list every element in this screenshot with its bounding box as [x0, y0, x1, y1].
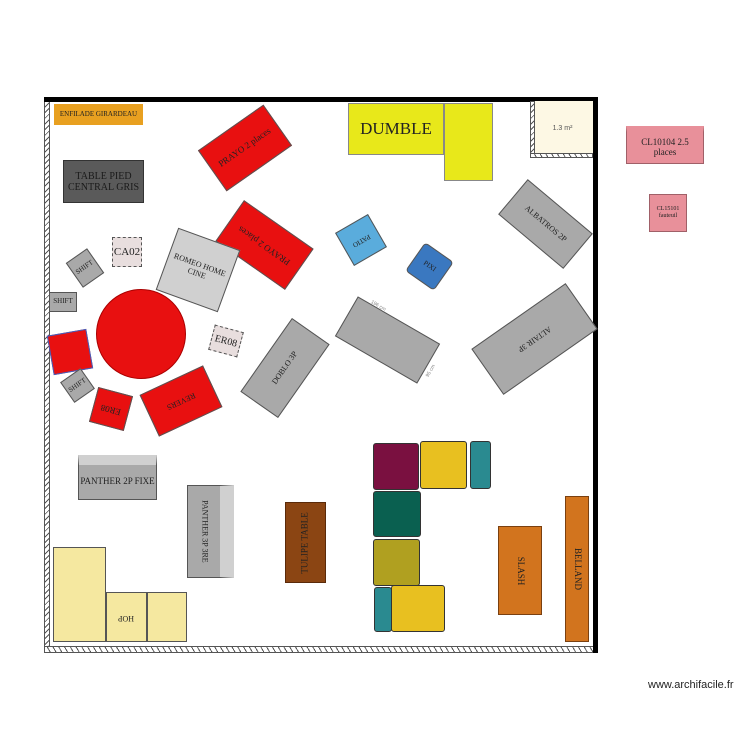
modular-arm-teal-2[interactable]: [374, 587, 392, 632]
left-wall: [44, 101, 50, 651]
label: SHIFT: [74, 258, 95, 277]
panther-2p-sofa[interactable]: PANTHER 2P FIXE: [78, 455, 157, 500]
label: PRAYO 2 places: [236, 224, 292, 268]
dumble-sofa[interactable]: DUMBLE: [348, 103, 444, 155]
closet-area[interactable]: 1.3 m²: [532, 101, 593, 157]
label: PANTHER 3P 3RE: [200, 500, 210, 563]
panther-3p-sofa[interactable]: PANTHER 3P 3RE: [187, 485, 234, 578]
ca02-chair[interactable]: CA02: [112, 237, 142, 267]
label: HOP: [118, 613, 135, 623]
area-label: 1.3 m²: [552, 125, 573, 133]
enfilade-girardeau[interactable]: ENFILADE GIRARDEAU: [54, 104, 143, 125]
label: PIXI: [422, 258, 438, 273]
label: SLASH: [515, 556, 526, 585]
closet-wall: [530, 153, 593, 158]
watermark[interactable]: www.archifacile.fr: [648, 679, 734, 691]
bottom-wall: [44, 646, 595, 653]
modular-seat-green[interactable]: [373, 491, 421, 537]
hop-chaise[interactable]: [53, 547, 106, 642]
label: PANTHER 2P FIXE: [80, 476, 155, 487]
label: REVERS: [165, 391, 198, 413]
top-wall: [44, 97, 598, 102]
label: PATIO: [351, 232, 372, 249]
label: ALBATROS 2P: [523, 203, 569, 244]
right-wall: [593, 97, 598, 653]
modular-seat-yellow[interactable]: [420, 441, 467, 489]
label: PRAYO 2 places: [216, 125, 273, 169]
hop-seat[interactable]: HOP: [106, 592, 147, 642]
label: DUMBLE: [360, 118, 432, 138]
cl15101-armchair[interactable]: CL15101 fauteuil: [649, 194, 687, 232]
label: ALTAIR 3P: [516, 325, 554, 355]
label: DOBLO 3P: [269, 349, 299, 386]
label: CL10104 2.5 places: [641, 136, 689, 157]
label: TULIPE TABLE: [299, 511, 310, 574]
closet-wall: [530, 101, 535, 157]
modular-seat-olive[interactable]: [373, 539, 420, 586]
modular-seat-maroon[interactable]: [373, 443, 419, 490]
table-pied-central[interactable]: TABLE PIED CENTRAL GRIS: [63, 160, 144, 203]
label: ER08: [213, 332, 239, 350]
shift-stool-2[interactable]: SHIFT: [49, 292, 77, 312]
modular-chaise-yellow[interactable]: [391, 585, 445, 632]
label: CL15101 fauteuil: [656, 206, 680, 219]
label: TABLE PIED CENTRAL GRIS: [67, 170, 140, 193]
slash-unit[interactable]: SLASH: [498, 526, 542, 615]
label: ER08: [99, 402, 122, 418]
label: ENFILADE GIRARDEAU: [59, 109, 138, 118]
red-armchair[interactable]: [46, 328, 94, 376]
dumble-chaise[interactable]: [444, 103, 493, 181]
round-table[interactable]: [96, 289, 186, 379]
hop-arm[interactable]: [147, 592, 187, 642]
label: SHIFT: [66, 375, 88, 394]
cl10104-sofa[interactable]: CL10104 2.5 places: [626, 126, 704, 164]
belland-unit[interactable]: BELLAND: [565, 496, 589, 642]
label: CA02: [113, 245, 141, 258]
label: SHIFT: [53, 297, 73, 306]
label: BELLAND: [572, 547, 583, 590]
tulipe-table[interactable]: TULIPE TABLE: [285, 502, 326, 583]
modular-arm-teal[interactable]: [470, 441, 491, 489]
label: ROMEO HOME CINE: [172, 251, 227, 281]
